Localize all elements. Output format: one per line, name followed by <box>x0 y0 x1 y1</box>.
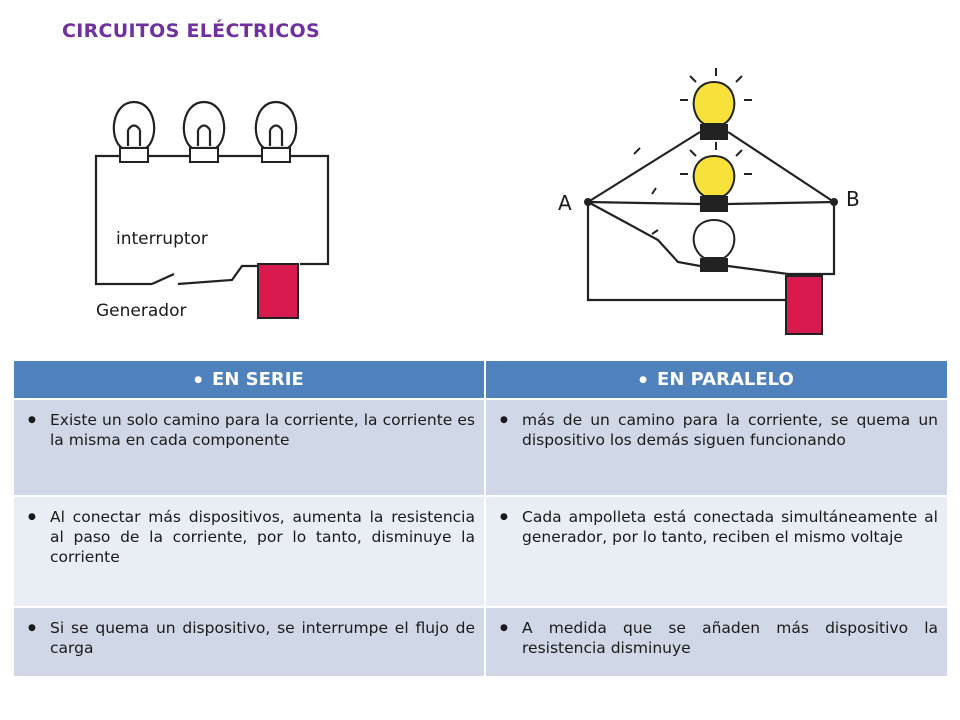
comparison-table: ●EN SERIE ●EN PARALELO ●Existe un solo c… <box>14 361 947 676</box>
generator-icon <box>257 263 299 319</box>
table-row: ●Si se quema un dispositivo, se interrum… <box>14 606 947 676</box>
generator-icon <box>785 275 823 335</box>
serie-cell: ●Al conectar más dispositivos, aumenta l… <box>14 495 486 607</box>
bulb-icon <box>112 100 156 150</box>
header-en-paralelo: ●EN PARALELO <box>485 361 947 399</box>
serie-cell: ●Existe un solo camino para la corriente… <box>14 398 486 496</box>
table-row: ●Al conectar más dispositivos, aumenta l… <box>14 495 947 607</box>
bulb-icon <box>254 100 298 150</box>
bulb-on-icon <box>692 80 736 125</box>
bulb-icon <box>182 100 226 150</box>
generator-label: Generador <box>96 301 186 321</box>
node-b-label: B <box>846 187 860 211</box>
paralelo-cell: ●A medida que se añaden más dispositivo … <box>485 606 947 676</box>
node-a-label: A <box>558 191 572 215</box>
serie-cell: ●Si se quema un dispositivo, se interrum… <box>14 606 486 676</box>
parallel-circuit-diagram: A B <box>548 62 868 342</box>
series-circuit-diagram: interruptor Generador <box>82 94 344 324</box>
page-title: CIRCUITOS ELÉCTRICOS <box>62 20 320 42</box>
table-row: ●Existe un solo camino para la corriente… <box>14 398 947 496</box>
bulb-on-icon <box>692 154 736 197</box>
header-en-serie: ●EN SERIE <box>14 361 486 399</box>
switch-label: interruptor <box>116 229 208 249</box>
bulb-off-icon <box>692 218 736 259</box>
paralelo-cell: ●Cada ampolleta está conectada simultáne… <box>485 495 947 607</box>
paralelo-cell: ●más de un camino para la corriente, se … <box>485 398 947 496</box>
